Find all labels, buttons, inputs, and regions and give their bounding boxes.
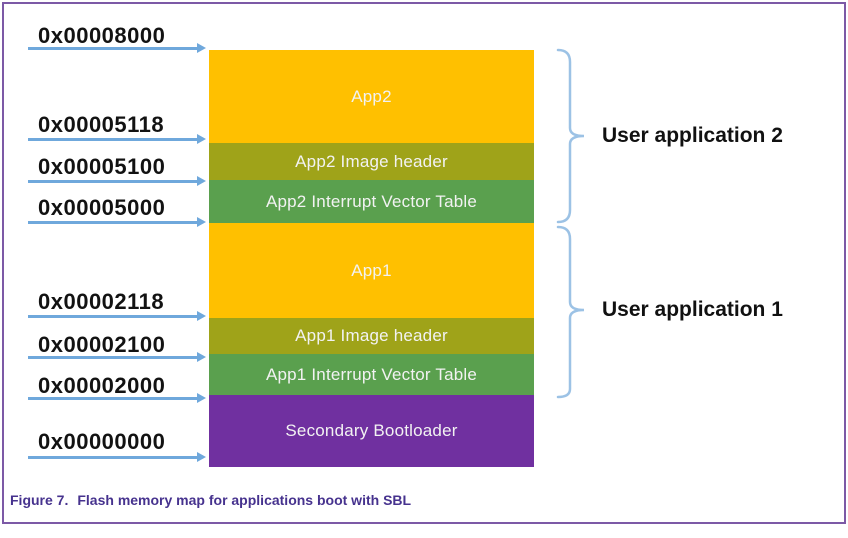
memory-block-app2: App2 bbox=[209, 50, 534, 143]
figure-caption: Figure 7. Flash memory map for applicatio… bbox=[10, 492, 411, 508]
region-label-user-application-2: User application 2 bbox=[602, 124, 783, 147]
arrow-line bbox=[28, 221, 198, 224]
memory-block-label: App1 Image header bbox=[295, 326, 448, 345]
region-label-user-application-1: User application 1 bbox=[602, 298, 783, 321]
address-arrow-icon bbox=[28, 134, 206, 144]
address-label: 0x00000000 bbox=[38, 429, 166, 454]
arrow-head-icon bbox=[197, 352, 206, 362]
arrow-line bbox=[28, 138, 198, 141]
memory-block-label: App1 bbox=[351, 260, 392, 280]
arrow-head-icon bbox=[197, 43, 206, 53]
arrow-head-icon bbox=[197, 311, 206, 321]
memory-block-app1-header: App1 Image header bbox=[209, 318, 534, 354]
arrow-head-icon bbox=[197, 176, 206, 186]
address-label: 0x00002100 bbox=[38, 332, 166, 357]
address-label: 0x00002000 bbox=[38, 373, 166, 398]
address-label: 0x00005000 bbox=[38, 195, 166, 220]
address-arrow-icon bbox=[28, 217, 206, 227]
memory-block-app2-header: App2 Image header bbox=[209, 143, 534, 180]
memory-block-label: Secondary Bootloader bbox=[285, 421, 458, 440]
arrow-head-icon bbox=[197, 217, 206, 227]
address-arrow-icon bbox=[28, 176, 206, 186]
address-label: 0x00002118 bbox=[38, 289, 165, 314]
address-arrow-icon bbox=[28, 393, 206, 403]
figure-caption-title: Flash memory map for applications boot w… bbox=[77, 492, 412, 508]
address-label: 0x00008000 bbox=[38, 23, 166, 48]
address-arrow-icon bbox=[28, 452, 206, 462]
memory-block-label: App2 bbox=[351, 86, 392, 106]
memory-block-app1-ivt: App1 Interrupt Vector Table bbox=[209, 354, 534, 395]
brace-user-application-2-icon bbox=[556, 48, 585, 224]
memory-block-sbl: Secondary Bootloader bbox=[209, 395, 534, 467]
arrow-line bbox=[28, 315, 198, 318]
arrow-head-icon bbox=[197, 393, 206, 403]
arrow-line bbox=[28, 47, 198, 50]
memory-block-label: App1 Interrupt Vector Table bbox=[265, 364, 478, 384]
brace-user-application-1-icon bbox=[556, 225, 585, 399]
address-arrow-icon bbox=[28, 352, 206, 362]
figure-caption-number: Figure 7. bbox=[10, 492, 69, 508]
arrow-head-icon bbox=[197, 452, 206, 462]
address-arrow-icon bbox=[28, 43, 206, 53]
arrow-line bbox=[28, 397, 198, 400]
arrow-line bbox=[28, 456, 198, 459]
arrow-head-icon bbox=[197, 134, 206, 144]
region-braces-icon bbox=[556, 48, 585, 399]
arrow-line bbox=[28, 180, 198, 183]
memory-block-app2-ivt: App2 Interrupt Vector Table bbox=[209, 180, 534, 223]
memory-block-app1: App1 bbox=[209, 223, 534, 318]
arrow-line bbox=[28, 356, 198, 359]
address-arrow-icon bbox=[28, 311, 206, 321]
memory-block-label: App2 Interrupt Vector Table bbox=[265, 191, 478, 211]
address-label: 0x00005100 bbox=[38, 154, 166, 179]
memory-block-label: App2 Image header bbox=[295, 151, 448, 171]
address-label: 0x00005118 bbox=[38, 112, 165, 137]
